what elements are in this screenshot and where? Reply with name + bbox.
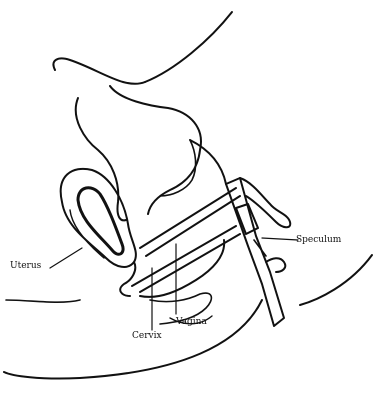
uterus-shape <box>61 169 136 296</box>
speculum-leader <box>262 238 298 240</box>
vagina-label: Vagina <box>176 318 207 327</box>
leader-lines <box>50 238 298 330</box>
uterus-label: Uterus <box>10 262 41 271</box>
cervix-label: Cervix <box>132 332 162 341</box>
uterus-leader <box>50 248 82 268</box>
rectum-outline <box>76 86 201 220</box>
speculum-label: Speculum <box>296 236 341 245</box>
